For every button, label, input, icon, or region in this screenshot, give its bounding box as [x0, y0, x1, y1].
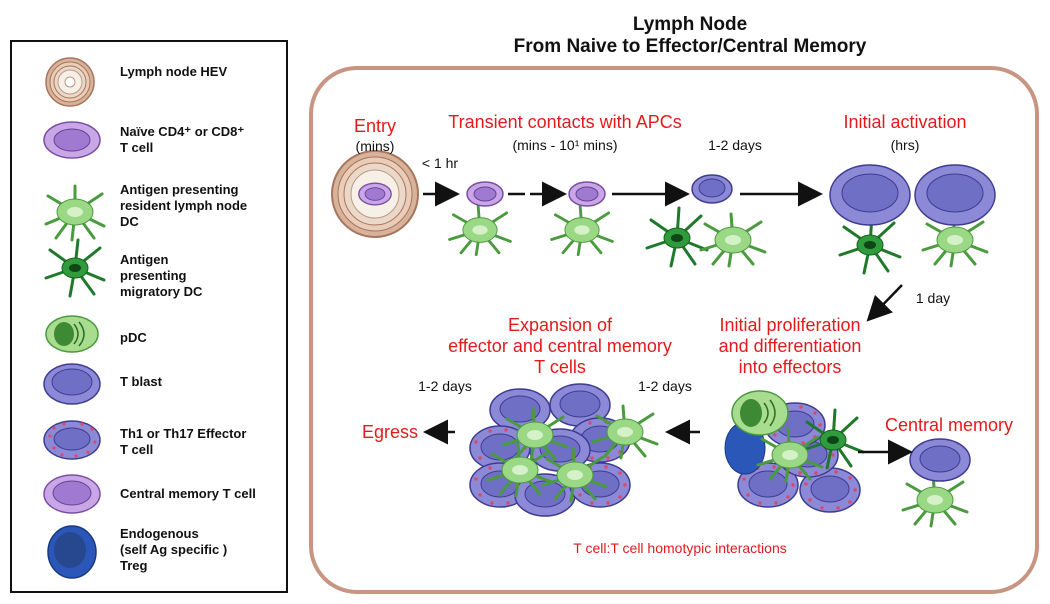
legend-label: Naïve CD4⁺ or CD8⁺ T cell	[120, 124, 245, 155]
legend-panel: Lymph node HEV Naïve CD4⁺ or CD8⁺ T cell…	[10, 40, 288, 593]
entry-delay-label: < 1 hr	[421, 155, 459, 171]
egress-label: Egress	[361, 422, 419, 442]
expansion-label: Expansion of effector and central memory…	[448, 315, 672, 377]
legend-label: Antigen presenting resident lymph node D…	[120, 182, 248, 229]
initial-activation-cells	[829, 164, 996, 275]
lymph-node-frame	[309, 66, 1039, 594]
proliferation-cluster	[724, 390, 865, 513]
legend-label: Lymph node HEV	[120, 64, 228, 79]
central-memory-icon	[43, 474, 101, 514]
hev-entry	[331, 150, 419, 238]
one-day-label: 1 day	[915, 290, 951, 306]
legend-label: pDC	[120, 330, 147, 345]
entry-time-label: (mins)	[355, 138, 395, 154]
transient-time-label: (mins - 10¹ mins)	[512, 137, 618, 153]
transient-contacts-label: Transient contacts with APCs	[448, 112, 682, 132]
days-label-1: 1-2 days	[708, 137, 762, 153]
treg-icon	[47, 525, 97, 579]
initial-time-label: (hrs)	[890, 137, 920, 153]
homotypic-interactions-label: T cell:T cell homotypic interactions	[573, 540, 787, 556]
migratory-dc-icon	[44, 238, 106, 298]
naive-t-cell-icon	[43, 121, 101, 159]
legend-label: Endogenous (self Ag specific ) Treg	[120, 526, 228, 573]
legend-label: Antigen presenting migratory DC	[120, 252, 203, 299]
early-contact	[645, 174, 767, 268]
effector-t-cell-icon	[43, 420, 101, 460]
resident-dc-icon	[44, 184, 106, 242]
initial-activation-label: Initial activation	[843, 112, 967, 132]
entry-label: Entry	[353, 116, 396, 136]
t-blast-icon	[43, 363, 101, 405]
legend-label: T blast	[120, 374, 162, 389]
diagram-title: Lymph Node From Naive to Effector/Centra…	[513, 14, 867, 57]
proliferation-label: Initial proliferation and differentiatio…	[718, 315, 862, 377]
central-memory-cell	[901, 438, 971, 528]
expansion-cluster	[469, 383, 659, 517]
transient-contact-1	[448, 181, 512, 257]
central-memory-label: Central memory	[884, 415, 1014, 435]
legend-label: Th1 or Th17 Effector T cell	[120, 426, 247, 457]
days-label-3: 1-2 days	[418, 378, 472, 394]
hev-icon	[45, 57, 95, 107]
pdc-icon	[45, 315, 99, 353]
legend-label: Central memory T cell	[120, 486, 256, 501]
flow-arrows	[423, 181, 913, 465]
days-label-2: 1-2 days	[638, 378, 692, 394]
